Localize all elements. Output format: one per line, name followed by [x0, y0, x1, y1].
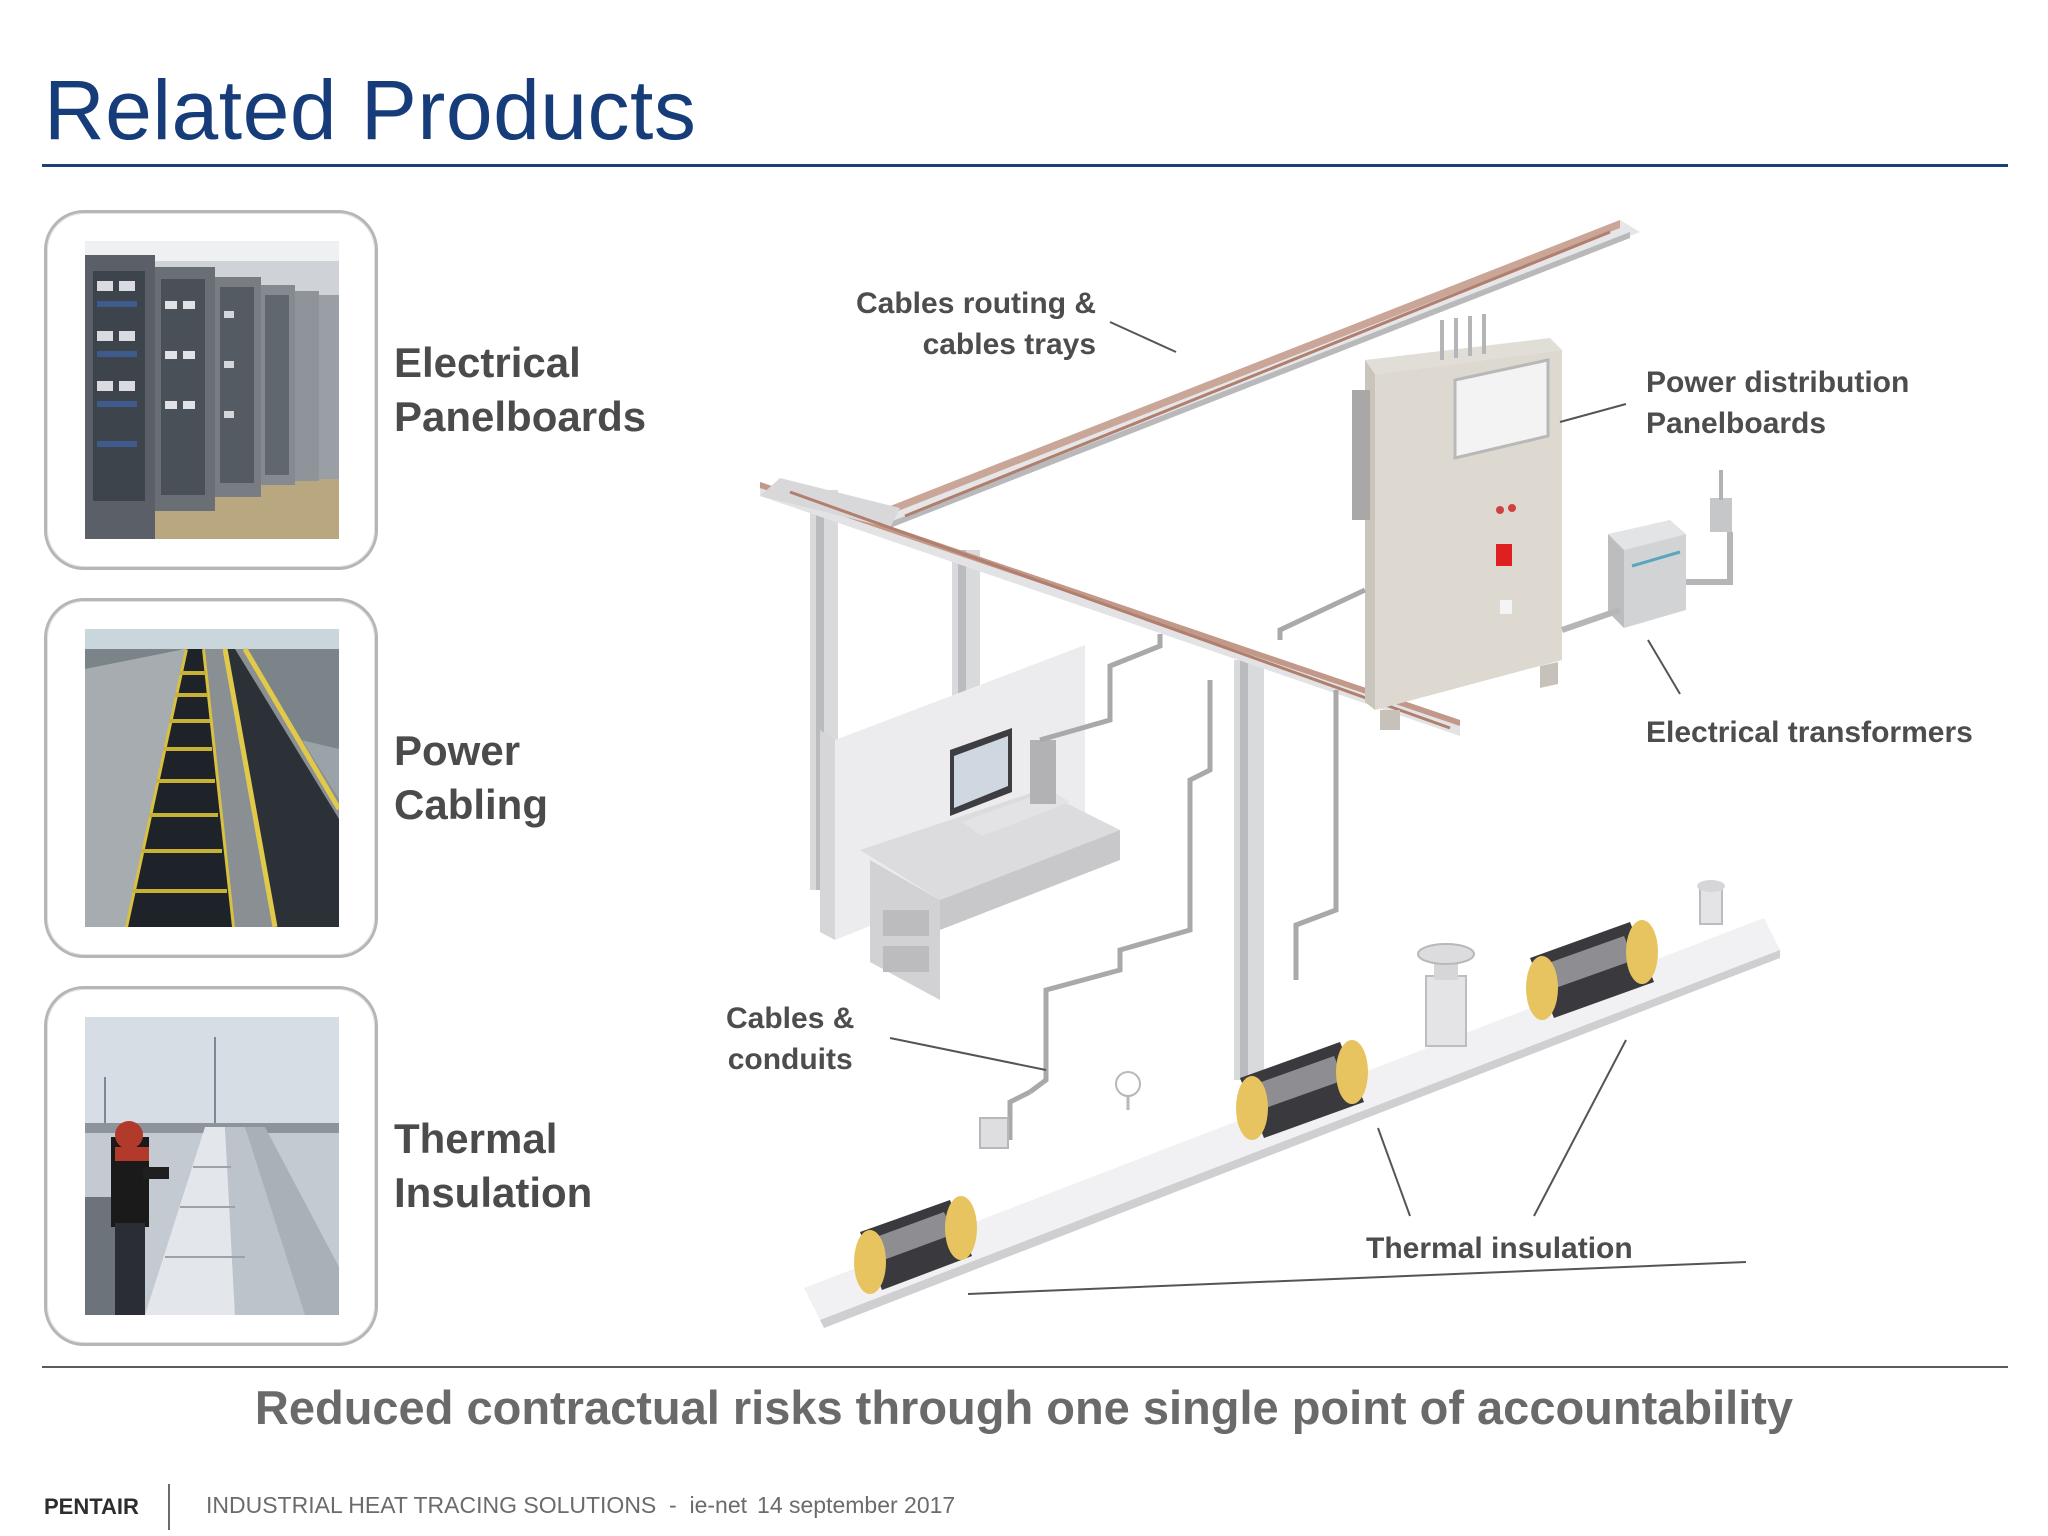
pipe-valve	[1417, 943, 1475, 1047]
product-label-line: Electrical	[394, 339, 581, 386]
footer-subtitle: INDUSTRIAL HEAT TRACING SOLUTIONS - ie-n…	[206, 1492, 748, 1518]
product-label-insulation: Thermal Insulation	[394, 1112, 592, 1220]
product-label-line: Cabling	[394, 781, 548, 828]
product-label-line: Thermal	[394, 1115, 558, 1162]
callout-line: conduits	[727, 1043, 853, 1076]
product-label-line: Panelboards	[394, 393, 647, 440]
slide-title: Related Products	[44, 63, 697, 157]
title-divider	[42, 164, 2008, 167]
cable-tray-photo	[85, 629, 339, 927]
footer-brand-logo: PENTAIR	[44, 1494, 139, 1519]
power-distribution-cabinet	[1352, 314, 1562, 730]
callout-leaders	[889, 321, 1747, 1295]
callout-line: Power distribution	[1646, 366, 1910, 399]
callout-line: Panelboards	[1646, 407, 1827, 440]
callout-conduits: Cables & conduits	[726, 998, 854, 1080]
callout-power-distribution: Power distribution Panelboards	[1646, 362, 1909, 444]
callout-thermal-insulation: Thermal insulation	[1366, 1228, 1633, 1269]
footer-date: 14 september 2017	[757, 1492, 956, 1518]
insulation-sleeve	[1236, 1040, 1368, 1140]
insulation-sleeve	[1526, 920, 1658, 1020]
electrical-transformer	[1561, 470, 1733, 633]
conduits	[1007, 587, 1367, 1140]
product-label-line: Power	[394, 727, 521, 774]
control-workstation	[820, 645, 1120, 1000]
product-card-insulation	[44, 986, 378, 1346]
server-room-panelboards-photo	[85, 241, 339, 539]
slide-tagline: Reduced contractual risks through one si…	[254, 1381, 1794, 1434]
footer-info: INDUSTRIAL HEAT TRACING SOLUTIONS - ie-n…	[206, 1492, 955, 1519]
insulated-pipeline-photo	[85, 1017, 339, 1315]
product-card-cabling	[44, 598, 378, 958]
callout-line: cables trays	[922, 328, 1097, 361]
callout-transformers: Electrical transformers	[1646, 712, 1973, 753]
industrial-installation-diagram	[760, 220, 1780, 1328]
cable-tray	[760, 220, 1640, 736]
product-label-cabling: Power Cabling	[394, 724, 548, 832]
bottom-divider	[42, 1366, 2008, 1368]
callout-cable-trays: Cables routing & cables trays	[856, 283, 1096, 365]
insulation-sleeve	[854, 1196, 977, 1294]
callout-line: Cables routing &	[856, 287, 1097, 320]
callout-line: Electrical transformers	[1646, 716, 1973, 749]
product-label-panelboards: Electrical Panelboards	[394, 336, 646, 444]
callout-line: Thermal insulation	[1366, 1232, 1633, 1265]
footer-separator	[168, 1484, 170, 1530]
insulated-pipeline	[800, 880, 1780, 1328]
callout-line: Cables &	[726, 1002, 855, 1035]
product-card-panelboards	[44, 210, 378, 570]
product-label-line: Insulation	[394, 1169, 593, 1216]
